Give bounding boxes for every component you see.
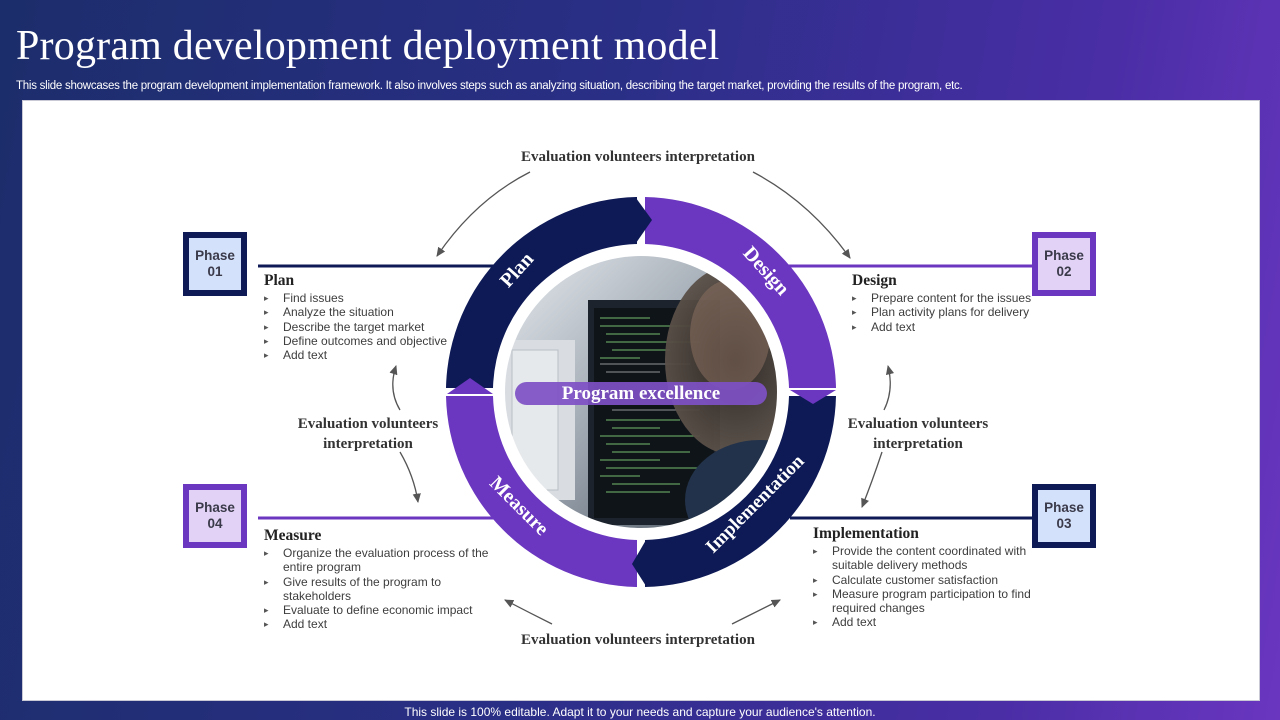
list-item: Define outcomes and objective [264,334,464,349]
phase-number: 01 [207,264,223,279]
phase-word: Phase [1044,248,1084,263]
list-item: Find issues [264,291,464,306]
phase-number: 02 [1056,264,1072,279]
list-item: Evaluate to define economic impact [264,603,496,618]
list-item: Measure program participation to find re… [813,587,1039,616]
list-item: Add text [813,615,1039,630]
step-plan: Plan Find issues Analyze the situation D… [264,272,464,363]
list-item: Add text [264,348,464,363]
footer-note: This slide is 100% editable. Adapt it to… [404,705,876,719]
segment-design [645,197,836,388]
segment-plan [446,197,637,388]
list-item: Calculate customer satisfaction [813,573,1039,588]
step-implementation: Implementation Provide the content coord… [813,525,1039,630]
phase-number: 03 [1056,516,1072,531]
list-item: Add text [264,617,496,632]
step-list: Find issues Analyze the situation Descri… [264,291,464,363]
arrow-bottom-right [731,599,781,625]
list-item: Provide the content coordinated with sui… [813,544,1039,573]
phase-box-01: Phase 01 [183,232,247,296]
segment-design-tip [790,390,836,404]
step-measure: Measure Organize the evaluation process … [264,527,496,632]
arrow-bottom-left [504,599,553,625]
list-item: Organize the evaluation process of the e… [264,546,496,575]
arrow-right-down [861,451,883,508]
eval-label-right: Evaluation volunteers interpretation [818,414,1018,454]
eval-label-left: Evaluation volunteers interpretation [268,414,468,454]
eval-label-right-line1: Evaluation volunteers [847,416,989,432]
eval-label-left-line2: interpretation [323,436,413,452]
arrow-top-right [752,171,851,259]
eval-label-left-line1: Evaluation volunteers [297,416,439,432]
step-title: Design [852,272,897,289]
list-item: Give results of the program to stakehold… [264,575,496,604]
step-title: Plan [264,272,295,289]
arrow-top-left [436,171,531,257]
list-item: Add text [852,320,1052,335]
step-list: Organize the evaluation process of the e… [264,546,496,632]
segment-implementation-tip [632,540,646,586]
phase-box-03: Phase 03 [1032,484,1096,548]
segment-plan-tip [636,198,652,243]
step-list: Provide the content coordinated with sui… [813,544,1039,630]
arrow-left-up [389,365,401,411]
arrow-left-down [399,451,421,504]
list-item: Describe the target market [264,320,464,335]
phase-box-04: Phase 04 [183,484,247,548]
eval-label-bottom: Evaluation volunteers interpretation [521,632,755,648]
phase-number: 04 [207,516,223,531]
phase-word: Phase [1044,500,1084,515]
phase-box-02: Phase 02 [1032,232,1096,296]
list-item: Analyze the situation [264,305,464,320]
step-title: Measure [264,527,322,544]
segment-measure-tip [447,378,493,394]
arrow-right-up [883,364,895,411]
phase-word: Phase [195,500,235,515]
segment-implementation [645,396,836,587]
eval-label-right-line2: interpretation [873,436,963,452]
center-label: Program excellence [515,382,767,405]
step-title: Implementation [813,525,919,542]
step-list: Prepare content for the issues Plan acti… [852,291,1052,334]
phase-word: Phase [195,248,235,263]
list-item: Plan activity plans for delivery [852,305,1052,320]
segment-measure [446,396,637,587]
step-design: Design Prepare content for the issues Pl… [852,272,1052,334]
eval-label-top: Evaluation volunteers interpretation [521,149,755,165]
slide-title: Program development deployment model [16,23,720,69]
slide-subtitle: This slide showcases the program develop… [16,80,963,92]
list-item: Prepare content for the issues [852,291,1052,306]
